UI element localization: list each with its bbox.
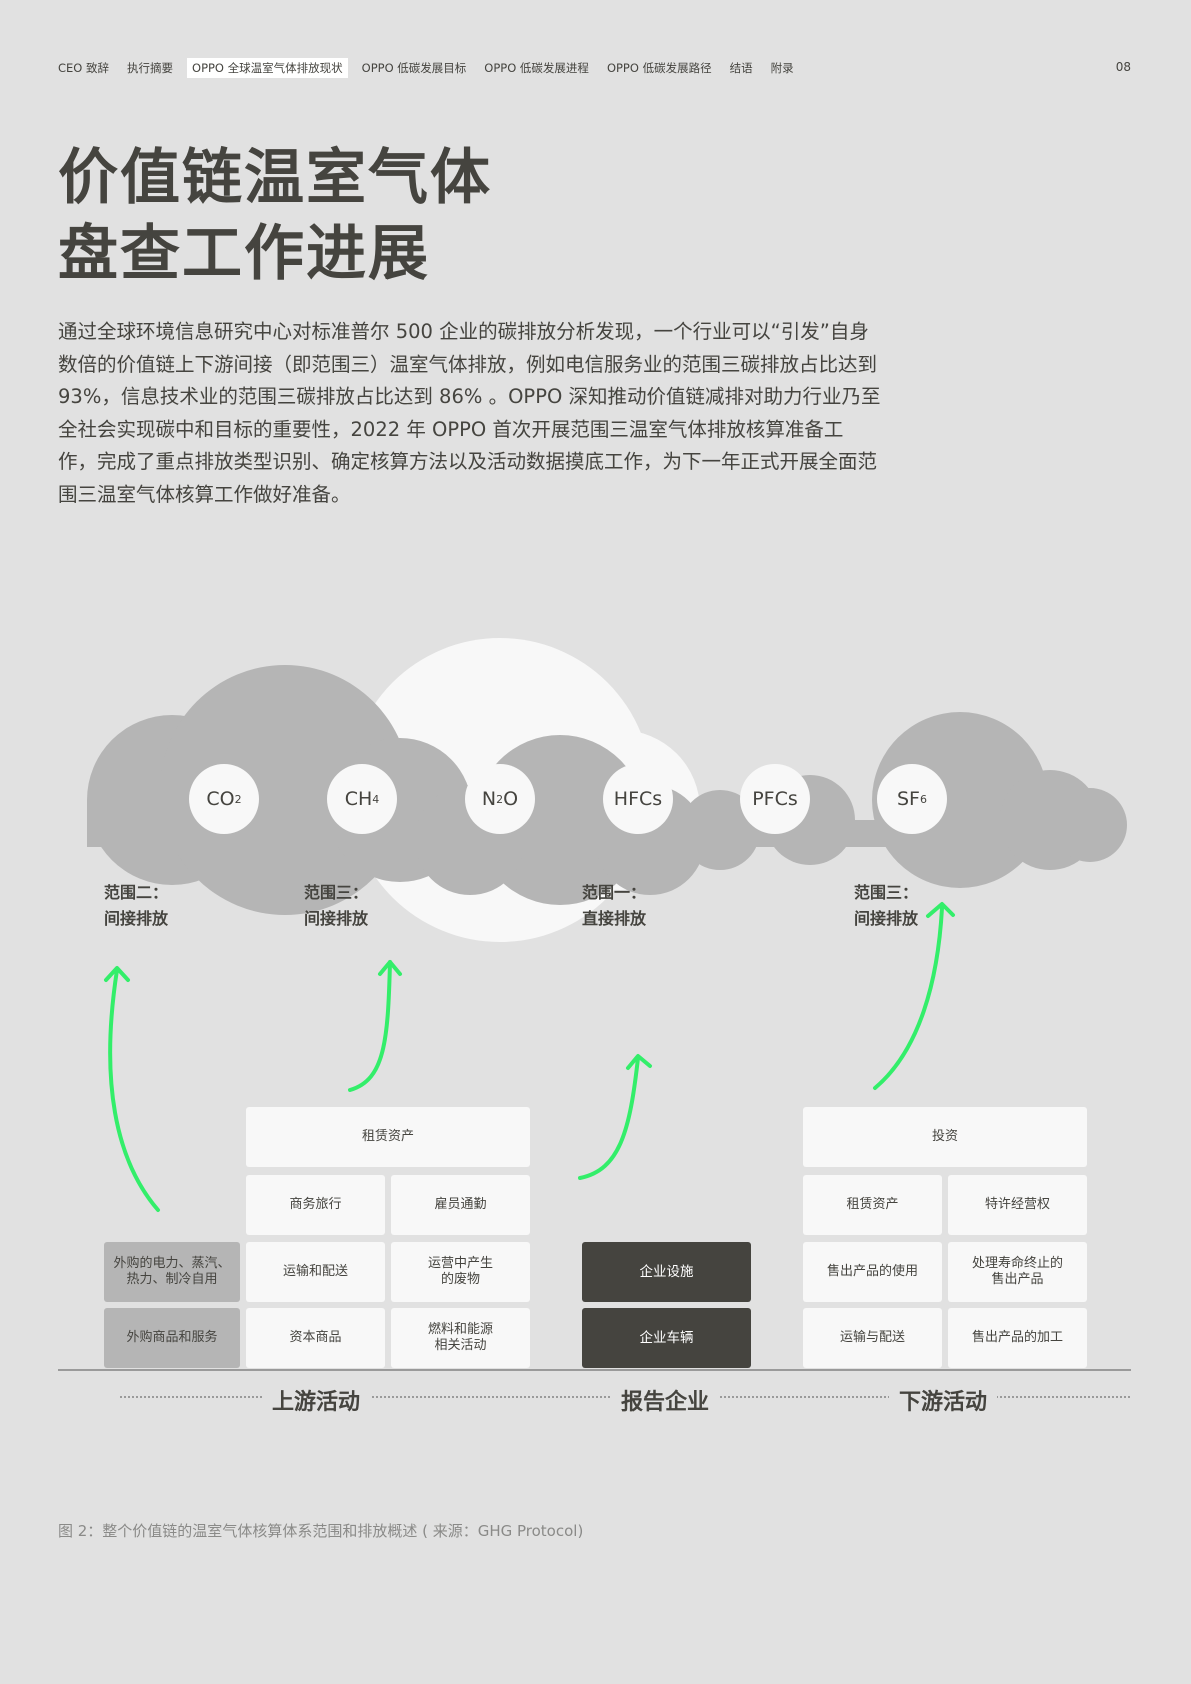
nav-item[interactable]: CEO 致辞 [58, 61, 110, 75]
figure-caption: 图 2：整个价值链的温室气体核算体系范围和排放概述 ( 来源：GHG Proto… [58, 1522, 584, 1540]
box-company-vehicles: 企业车辆 [582, 1308, 751, 1368]
body-line: 围三温室气体核算工作做好准备。 [58, 482, 351, 506]
scope-arrows [104, 902, 955, 1212]
box-franchises: 特许经营权 [948, 1175, 1087, 1235]
box-operations-waste: 运营中产生 的废物 [391, 1242, 530, 1302]
gas-pfcs: PFCs [740, 764, 810, 834]
scope-label: 范围一：直接排放 [582, 883, 647, 928]
nav-item[interactable]: OPPO 低碳发展进程 [484, 61, 589, 75]
box-business-travel: 商务旅行 [246, 1175, 385, 1235]
box-use-of-products: 售出产品的使用 [803, 1242, 942, 1302]
body-paragraph: 通过全球环境信息研究中心对标准普尔 500 企业的碳排放分析发现，一个行业可以“… [58, 316, 958, 511]
arrow-head [378, 960, 402, 976]
nav-item[interactable]: OPPO 全球温室气体排放现状 [187, 58, 348, 78]
box-purchased-energy: 外购的电力、蒸汽、 热力、制冷自用 [104, 1242, 240, 1302]
page-title: 价值链温室气体 盘查工作进展 [58, 140, 492, 292]
gas-hfcs: HFCs [603, 764, 673, 834]
scope-label: 范围二：间接排放 [104, 883, 169, 928]
box-processing-of-products: 售出产品的加工 [948, 1308, 1087, 1368]
baseline-divider [58, 1369, 1131, 1371]
box-downstream-leased-assets: 租赁资产 [803, 1175, 942, 1235]
scope-label: 范围三：间接排放 [854, 883, 919, 928]
nav-items: CEO 致辞 执行摘要 OPPO 全球温室气体排放现状 OPPO 低碳发展目标 OPPO… [58, 58, 812, 78]
box-company-facilities: 企业设施 [582, 1242, 751, 1302]
nav-item[interactable]: OPPO 低碳发展目标 [361, 61, 467, 75]
box-purchased-goods: 外购商品和服务 [104, 1308, 240, 1368]
box-downstream-transport: 运输与配送 [803, 1308, 942, 1368]
section-upstream: 上游活动 [262, 1384, 371, 1416]
box-investments: 投资 [803, 1107, 1087, 1167]
arrow-head [626, 1054, 652, 1070]
page-number: 08 [1115, 60, 1131, 74]
nav-item[interactable]: 执行摘要 [127, 61, 174, 75]
arrow-scope-2 [108, 968, 160, 1212]
body-line: 93%，信息技术业的范围三碳排放占比达到 86% 。OPPO 深知推动价值链减排… [58, 385, 881, 408]
body-line: 作，完成了重点排放类型识别、确定核算方法以及活动数据摸底工作，为下一年正式开展全… [58, 450, 878, 473]
arrow-head [926, 902, 955, 918]
box-upstream-transport: 运输和配送 [246, 1242, 385, 1302]
arrow-scope-1 [578, 1056, 640, 1180]
section-reporting-company: 报告企业 [611, 1384, 720, 1416]
top-navigation: CEO 致辞 执行摘要 OPPO 全球温室气体排放现状 OPPO 低碳发展目标 OPPO… [58, 58, 1131, 78]
body-line: 通过全球环境信息研究中心对标准普尔 500 企业的碳排放分析发现，一个行业可以“… [58, 320, 869, 343]
section-downstream: 下游活动 [889, 1384, 998, 1416]
scope-label: 范围三：间接排放 [304, 883, 369, 928]
nav-item[interactable]: OPPO 低碳发展路径 [606, 61, 712, 75]
nav-item[interactable]: 附录 [770, 61, 794, 75]
body-line: 数倍的价值链上下游间接（即范围三）温室气体排放，例如电信服务业的范围三碳排放占比… [58, 352, 878, 376]
arrow-scope-3-downstream [873, 906, 944, 1090]
title-line-2: 盘查工作进展 [58, 219, 430, 289]
arrow-head [104, 966, 130, 982]
body-line: 全社会实现碳中和目标的重要性，2022 年 OPPO 首次开展范围三温室气体排放… [58, 417, 844, 441]
box-upstream-leased-assets: 租赁资产 [246, 1107, 530, 1167]
arrow-scope-3-upstream [348, 960, 392, 1092]
box-end-of-life: 处理寿命终止的 售出产品 [948, 1242, 1087, 1302]
box-capital-goods: 资本商品 [246, 1308, 385, 1368]
box-fuel-energy: 燃料和能源 相关活动 [391, 1308, 530, 1368]
box-employee-commuting: 雇员通勤 [391, 1175, 530, 1235]
title-line-1: 价值链温室气体 [58, 143, 492, 213]
nav-item[interactable]: 结语 [729, 61, 753, 75]
